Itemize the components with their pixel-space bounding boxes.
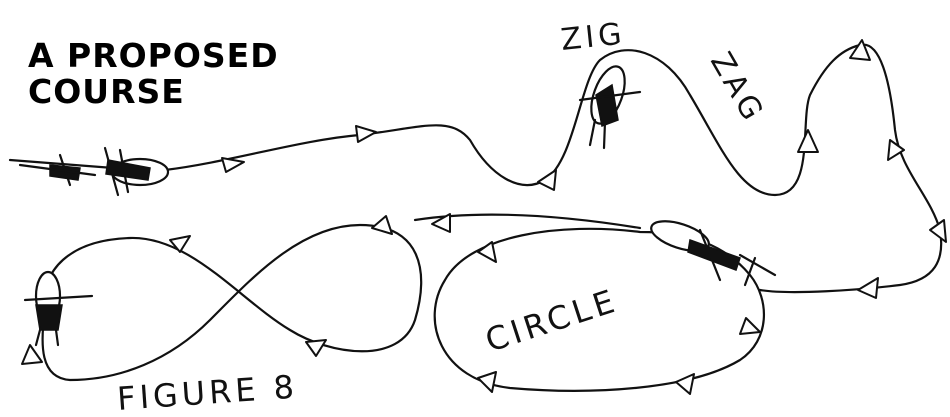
start-boat-illustration <box>10 148 168 195</box>
figure8-label: FIGURE 8 <box>116 367 299 417</box>
direction-arrows <box>22 40 946 394</box>
arrow-marker <box>372 216 392 234</box>
arrow-marker <box>798 130 818 152</box>
arrow-marker <box>356 126 376 142</box>
arrow-marker <box>930 220 946 242</box>
arrow-marker <box>538 170 556 190</box>
arrow-marker <box>478 372 496 392</box>
figure8-boat-illustration <box>25 272 92 345</box>
arrow-marker <box>306 340 326 356</box>
zag-label: ZAG <box>703 47 771 130</box>
circle-boat-illustration <box>648 215 775 285</box>
arrow-marker <box>22 345 42 364</box>
arrow-marker <box>850 40 870 60</box>
zig-label: ZIG <box>559 16 627 58</box>
arrow-marker <box>170 236 190 252</box>
circle-label: CIRCLE <box>481 281 623 359</box>
arrow-marker <box>222 158 244 172</box>
zigzag-boat-illustration <box>580 62 640 148</box>
arrow-marker <box>740 318 760 334</box>
arrow-marker <box>858 278 878 298</box>
arrow-marker <box>478 242 496 262</box>
course-path-figure8 <box>43 225 422 380</box>
arrow-marker <box>676 374 694 394</box>
